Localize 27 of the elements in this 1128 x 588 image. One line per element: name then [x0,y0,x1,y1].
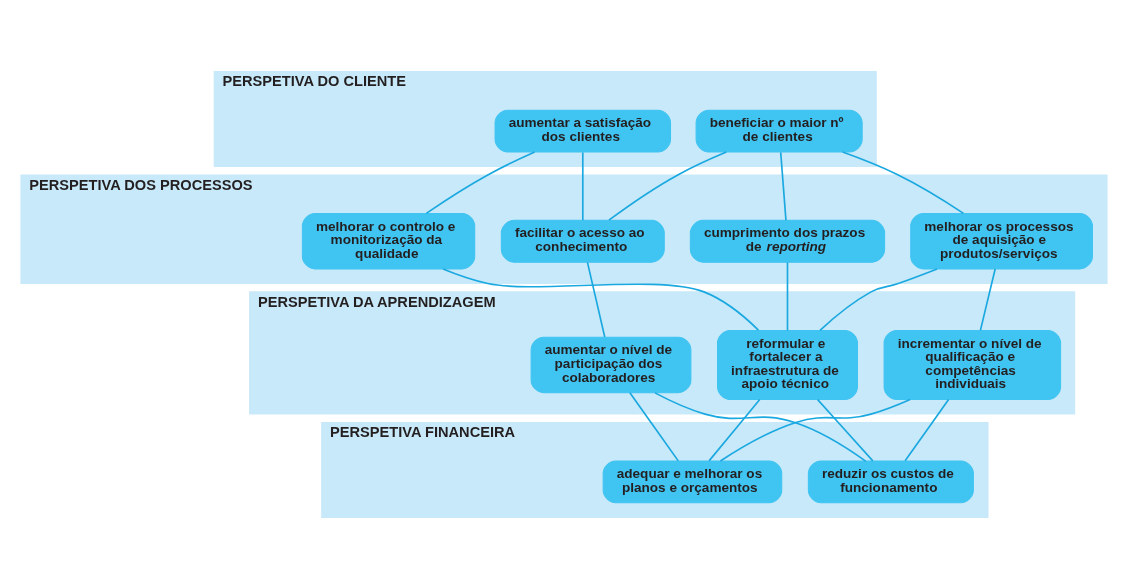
node-box: aumentar o nível de participação dos colaboradores [530,336,692,393]
connector [586,261,606,338]
node-box: facilitar o acesso ao conhecimento [500,219,665,263]
node-box: melhorar o controlo e monitorização da qualidade [301,212,476,269]
node-box: melhorar os processos de aquisição e produtos/serviços [910,212,1093,269]
connector [654,391,867,462]
connector [719,398,911,462]
connector [841,150,965,214]
connector [442,267,760,331]
connector [581,151,584,221]
connector [608,150,728,221]
node-box: aumentar a satisfação dos clientes [494,109,672,152]
connector [819,267,938,331]
connector [904,398,950,462]
connector [979,267,996,331]
node-box: adequar e melhorar os planos e orçamentos [602,460,783,503]
node-box: reformular e fortalecer a infraestrutura de apoio técnico [717,329,858,400]
connector [629,391,680,462]
connector [425,150,536,214]
connector [786,261,789,331]
node-box: cumprimento dos prazos de reporting [689,219,886,263]
connector [708,398,761,462]
node-box: reduzir os custos de funcionamento [807,460,974,503]
connector [779,151,787,221]
connector [816,398,874,462]
node-box: beneficiar o maior nº de clientes [695,109,863,152]
node-box: incrementar o nível de qualificação e competências individuais [883,329,1062,400]
